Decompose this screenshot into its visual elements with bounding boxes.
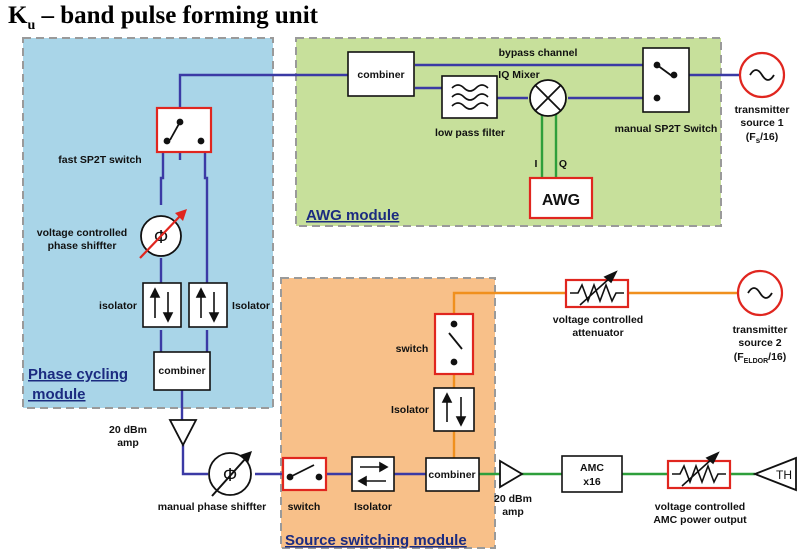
transmitter-source-1-icon xyxy=(738,51,786,99)
vc-phase-shifter-label-line2: phase shiffter xyxy=(48,240,117,252)
combiner-awg-label: combiner xyxy=(357,69,404,81)
combiner-phase xyxy=(153,351,211,391)
manual-sp2t-switch xyxy=(642,47,690,113)
manual-sp2t-switch-icon xyxy=(653,61,678,102)
combiner-awg xyxy=(347,51,415,97)
q-channel-label: Q xyxy=(559,158,567,170)
amp-1-label-line1: 20 dBm xyxy=(109,424,147,436)
awg-block-label: AWG xyxy=(542,192,580,209)
low-pass-filter-label: low pass filter xyxy=(435,127,505,139)
vc-amc-label-line2: AMC power output xyxy=(653,514,747,526)
manual-phase-shifter-label: manual phase shiffter xyxy=(158,501,267,513)
amp-2-label-line2: amp xyxy=(502,506,524,518)
horn-antenna-icon xyxy=(752,456,797,492)
fast-sp2t-switch-icon xyxy=(163,118,205,145)
combiner-source xyxy=(425,457,480,492)
vc-amc-label-line1: voltage controlled xyxy=(655,501,745,513)
isolator-source xyxy=(433,387,475,432)
horn-antenna-label: TH xyxy=(776,468,792,482)
isolator-source-label: Isolator xyxy=(391,404,429,416)
bypass-channel-label: bypass channel xyxy=(499,47,578,59)
amc-attenuator-icon xyxy=(672,451,726,487)
transmitter-2-label-line1: transmitter xyxy=(733,324,788,336)
transmitter-1-label-line2: source 1 xyxy=(740,117,783,129)
phase-cycling-module-title-line1: Phase cycling xyxy=(28,366,128,383)
low-pass-filter xyxy=(441,75,498,119)
awg-module-title: AWG module xyxy=(306,207,399,224)
isolator-source-icon xyxy=(441,392,467,427)
isolator-right-label: Isolator xyxy=(232,300,270,312)
voltage-controlled-phase-shifter-icon: Φ xyxy=(139,209,187,259)
vc-attenuator-label-line1: voltage controlled xyxy=(553,314,643,326)
fast-sp2t-switch-label: fast SP2T switch xyxy=(58,154,141,166)
switch-source-icon xyxy=(448,320,463,366)
phase-cycling-module-title-line2: module xyxy=(28,386,86,403)
amc-label-line1: AMC xyxy=(580,462,604,474)
isolator-right-icon xyxy=(195,287,220,323)
attenuator-icon xyxy=(570,270,624,306)
page-title: Ku – band pulse forming unit xyxy=(8,2,318,33)
amc-block xyxy=(561,455,623,493)
amp-2-icon xyxy=(499,459,524,489)
vc-attenuator-label-line2: attenuator xyxy=(572,327,623,339)
low-pass-filter-icon xyxy=(451,84,489,110)
isolator-left-icon xyxy=(149,287,174,323)
isolator-bottom-label: Isolator xyxy=(354,501,392,513)
vc-phase-shifter-label-line1: voltage controlled xyxy=(37,227,127,239)
switch-source-label: switch xyxy=(396,343,429,355)
amc-label-line2: x16 xyxy=(583,476,601,488)
amp-1-icon xyxy=(168,419,198,447)
switch-bottom-label: switch xyxy=(288,501,321,513)
switch-bottom-icon xyxy=(286,464,323,481)
iq-mixer-icon xyxy=(529,79,567,117)
amp-1-label-line2: amp xyxy=(117,437,139,449)
isolator-left-label: isolator xyxy=(99,300,137,312)
iq-mixer-label: IQ Mixer xyxy=(498,69,539,81)
manual-phase-shifter-icon: Φ xyxy=(208,451,252,497)
source-switching-module-title: Source switching module xyxy=(285,532,467,549)
i-channel-label: I xyxy=(535,158,538,170)
amp-2-label-line1: 20 dBm xyxy=(494,493,532,505)
transmitter-2-label-line2: source 2 xyxy=(738,337,781,349)
combiner-phase-label: combiner xyxy=(158,365,205,377)
isolator-right xyxy=(188,282,228,328)
isolator-left xyxy=(142,282,182,328)
isolator-bottom-icon xyxy=(357,461,389,487)
manual-sp2t-switch-label: manual SP2T Switch xyxy=(615,123,718,135)
awg-block xyxy=(528,176,594,220)
transmitter-source-2-icon xyxy=(736,269,784,317)
transmitter-2-label-line3: (FELDOR/16) xyxy=(734,351,787,365)
green-wires xyxy=(479,110,755,476)
isolator-bottom xyxy=(351,456,395,492)
fast-sp2t-switch xyxy=(155,106,213,154)
combiner-source-label: combiner xyxy=(428,469,475,481)
transmitter-1-label-line3: (Fs/16) xyxy=(746,131,778,145)
transmitter-1-label-line1: transmitter xyxy=(735,104,790,116)
orange-wires xyxy=(452,291,738,458)
